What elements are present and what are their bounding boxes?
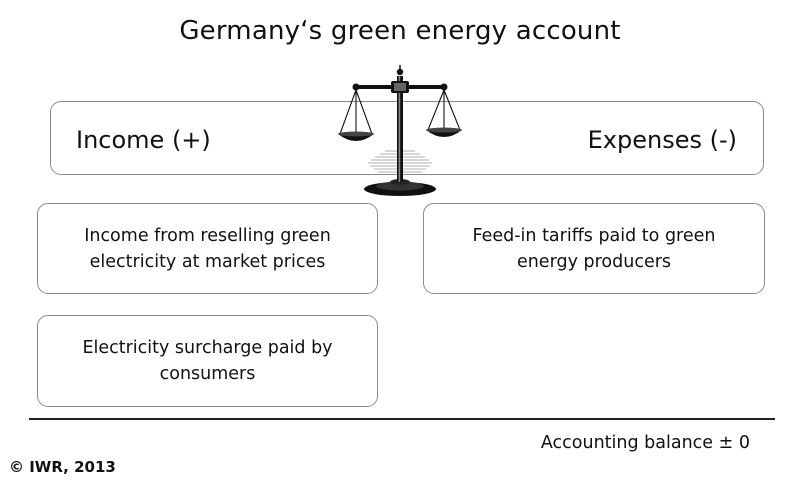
expense-item-feed-in-tariffs: Feed-in tariffs paid to green energy pro… [423,203,765,294]
income-header: Income (+) [76,126,211,154]
diagram-title: Germany‘s green energy account [179,16,621,46]
balance-label: Accounting balance ± 0 [540,433,750,453]
income-item-surcharge: Electricity surcharge paid by consumers [37,315,378,407]
income-item-reselling: Income from reselling green electricity … [37,203,378,294]
balance-line [29,418,775,420]
copyright-notice: © IWR, 2013 [9,458,116,476]
balance-scale-icon [338,65,462,196]
expenses-header: Expenses (-) [587,126,737,154]
